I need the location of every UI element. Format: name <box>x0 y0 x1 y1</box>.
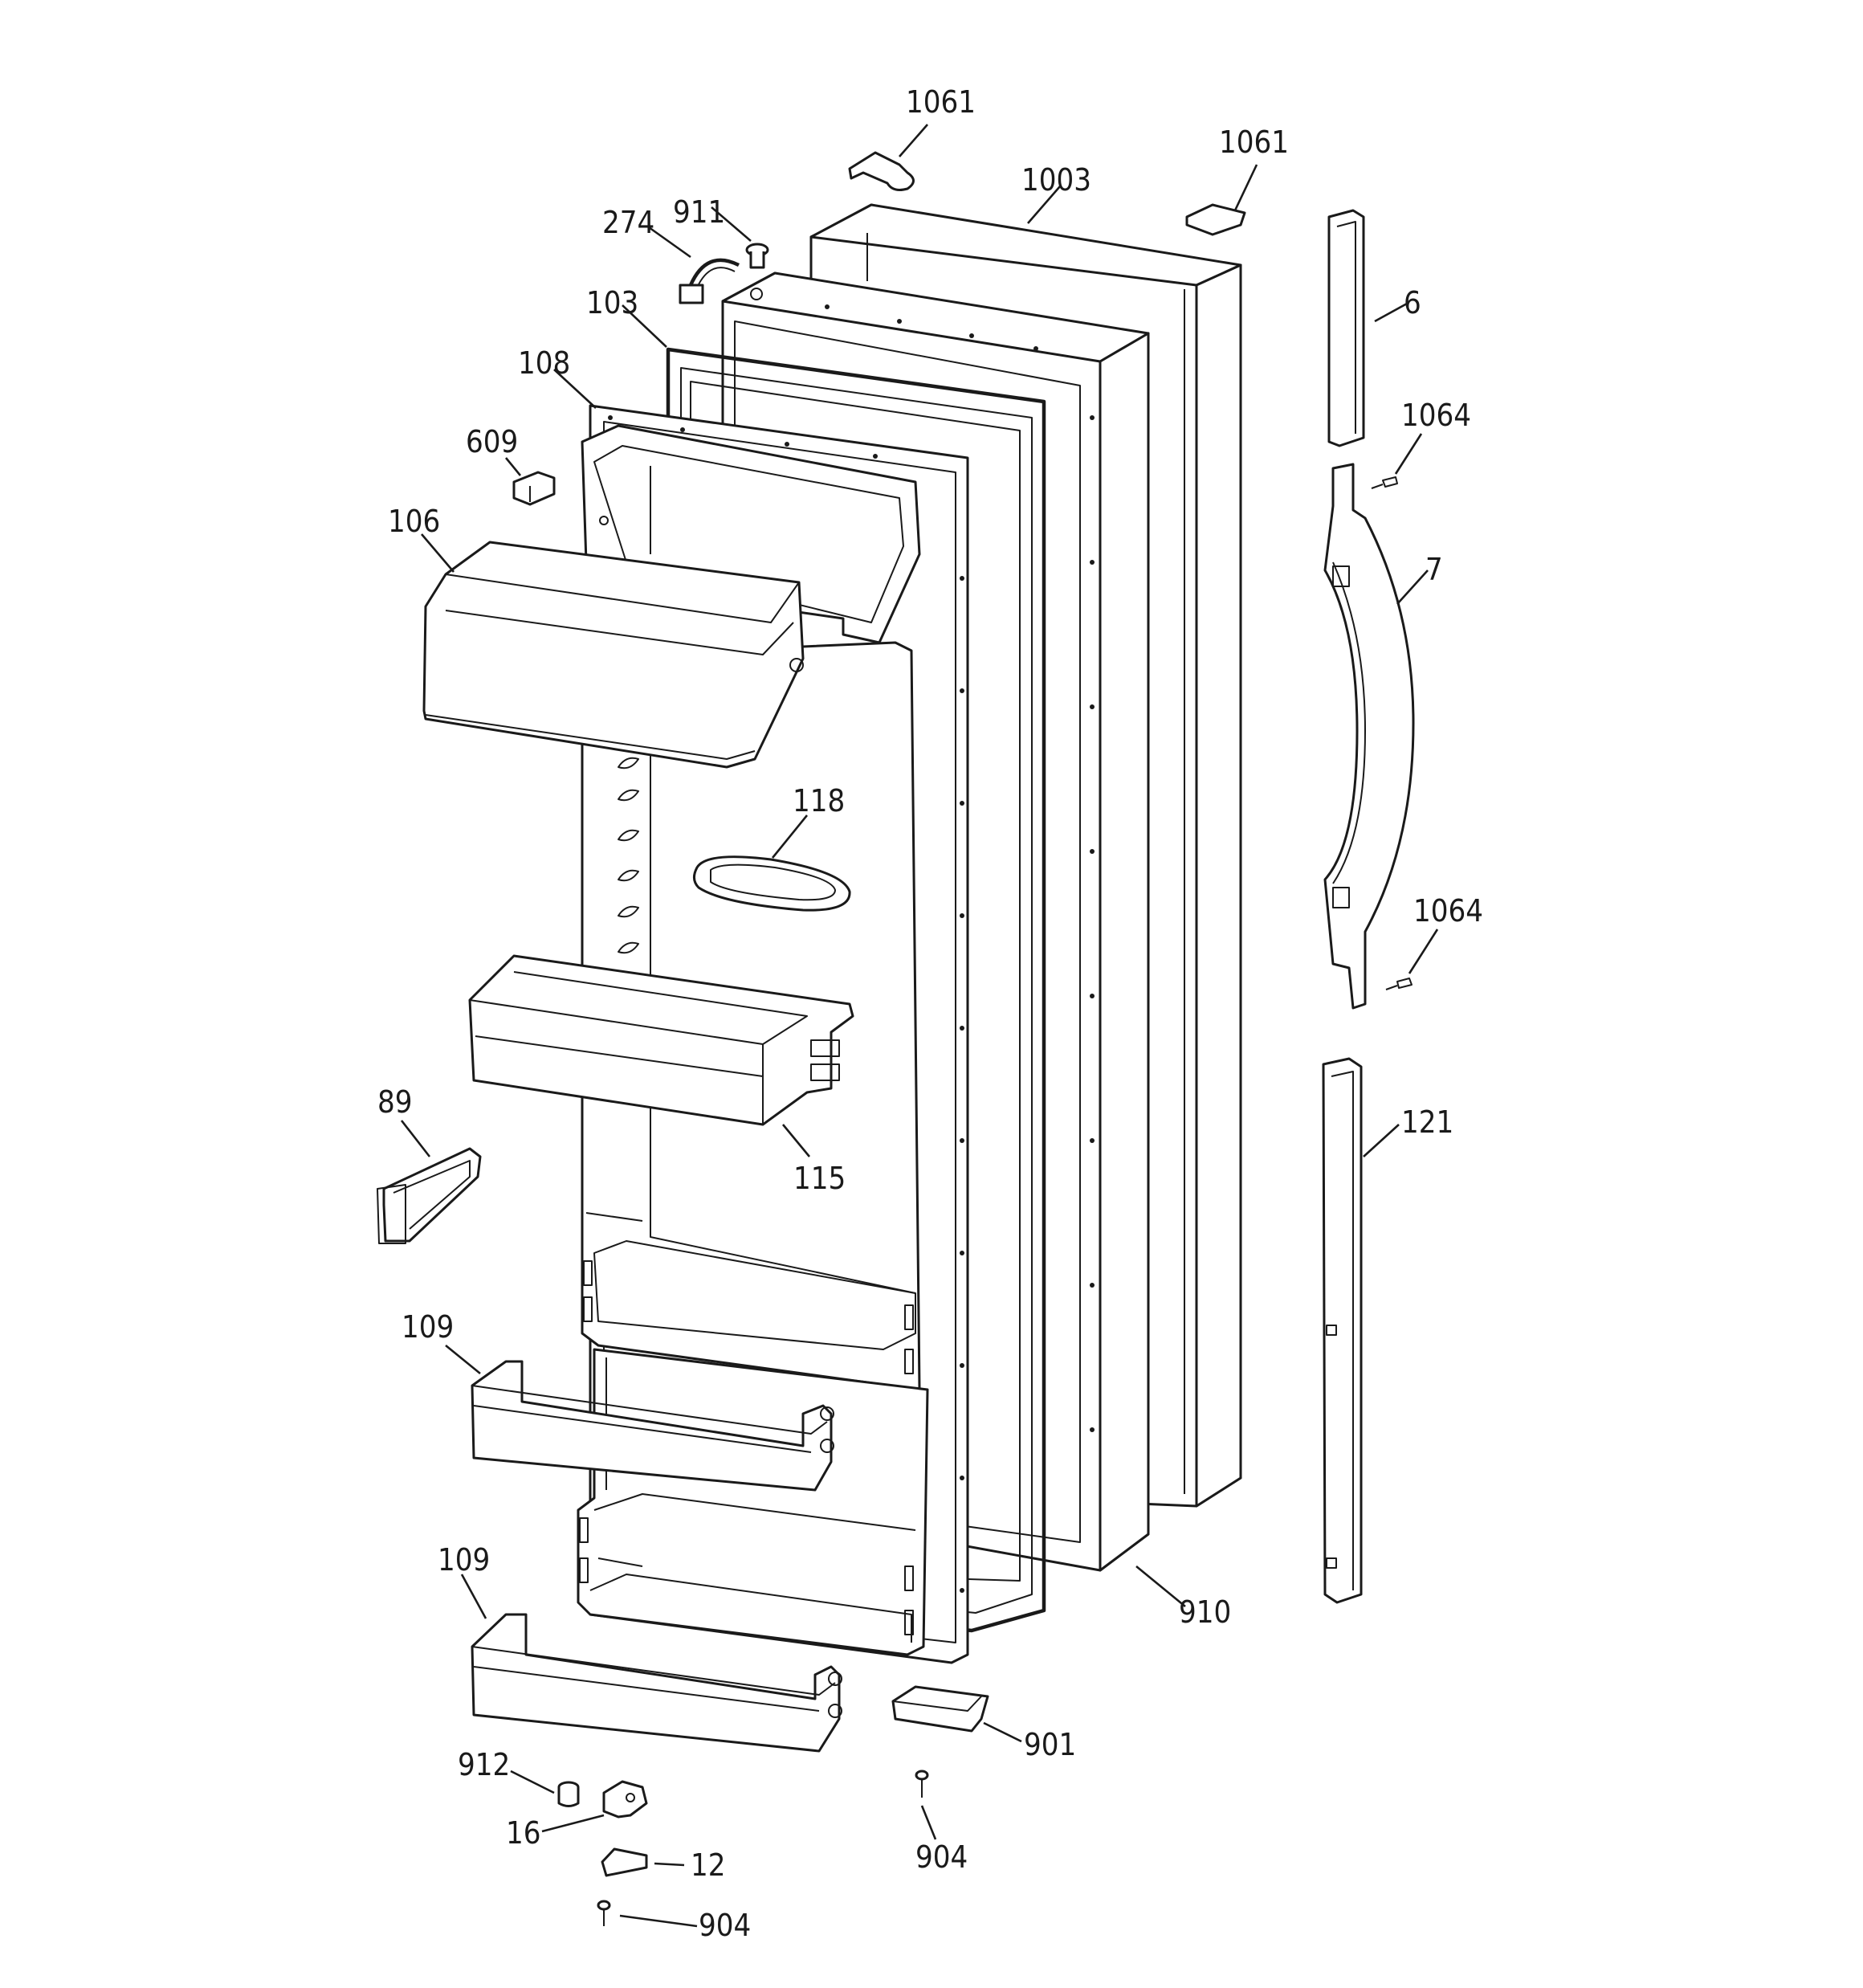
liner-rivets <box>608 415 964 1593</box>
callout-115: 115 <box>793 1161 846 1196</box>
shelf-lower-part <box>471 1613 842 1753</box>
hinge-shim-top-part <box>1185 203 1246 236</box>
switch-part <box>512 471 556 506</box>
callout-6: 6 <box>1404 285 1421 320</box>
trim-upper-part <box>1327 209 1365 447</box>
callout-901: 901 <box>1024 1727 1076 1762</box>
callout-121: 121 <box>1401 1104 1453 1140</box>
callout-labels: 1061 1061 1003 911 274 103 108 609 106 6… <box>377 84 1483 1943</box>
screw-stop-part <box>915 1770 929 1798</box>
trim-lower-part <box>1322 1057 1363 1604</box>
callout-912: 912 <box>458 1747 510 1782</box>
hinge-bottom-part <box>602 1780 648 1819</box>
callout-16: 16 <box>506 1815 541 1851</box>
callout-106: 106 <box>388 504 440 539</box>
shelf-rail-tabs <box>583 1260 914 1374</box>
callout-904-bottom: 904 <box>699 1908 751 1943</box>
door-stop-part <box>891 1685 989 1733</box>
cover-89-part <box>377 1147 482 1244</box>
lower-compartment-frame <box>577 1348 929 1656</box>
screw-lower-part <box>1385 978 1413 990</box>
callout-7: 7 <box>1425 552 1443 587</box>
hinge-cover-top-part <box>848 151 915 191</box>
screw-bottom-part <box>597 1900 611 1926</box>
egg-tray-part <box>693 855 851 912</box>
callout-911: 911 <box>673 194 725 230</box>
shelf-clips <box>618 757 639 954</box>
screw-upper-part <box>1371 476 1398 489</box>
callout-89: 89 <box>377 1084 413 1120</box>
callout-1064-upper: 1064 <box>1401 398 1471 433</box>
shim-bottom-part <box>601 1847 648 1877</box>
callout-1061-top: 1061 <box>906 84 976 120</box>
wire-harness-part <box>679 258 740 304</box>
frame-screw-holes <box>825 304 1095 1432</box>
callout-109-lower: 109 <box>438 1542 490 1578</box>
callout-12: 12 <box>691 1847 726 1883</box>
callout-109-upper: 109 <box>402 1309 454 1345</box>
callout-103: 103 <box>586 285 638 320</box>
callout-274: 274 <box>602 205 654 240</box>
callout-1061-shim: 1061 <box>1219 125 1289 160</box>
callout-118: 118 <box>793 783 845 818</box>
callout-1064-lower: 1064 <box>1413 893 1483 929</box>
callout-904-stop: 904 <box>915 1839 968 1875</box>
callout-609: 609 <box>466 424 518 459</box>
bin-middle-part <box>468 954 854 1126</box>
dairy-door-part <box>422 541 805 769</box>
leader-lines <box>400 124 1439 1928</box>
shelf-upper-part <box>471 1360 834 1492</box>
callout-910: 910 <box>1179 1594 1231 1630</box>
callout-108: 108 <box>518 345 570 381</box>
handle-part <box>1323 463 1415 1010</box>
bushing-part <box>557 1781 580 1807</box>
screw-top-part <box>745 243 769 269</box>
callout-1003: 1003 <box>1021 162 1091 198</box>
